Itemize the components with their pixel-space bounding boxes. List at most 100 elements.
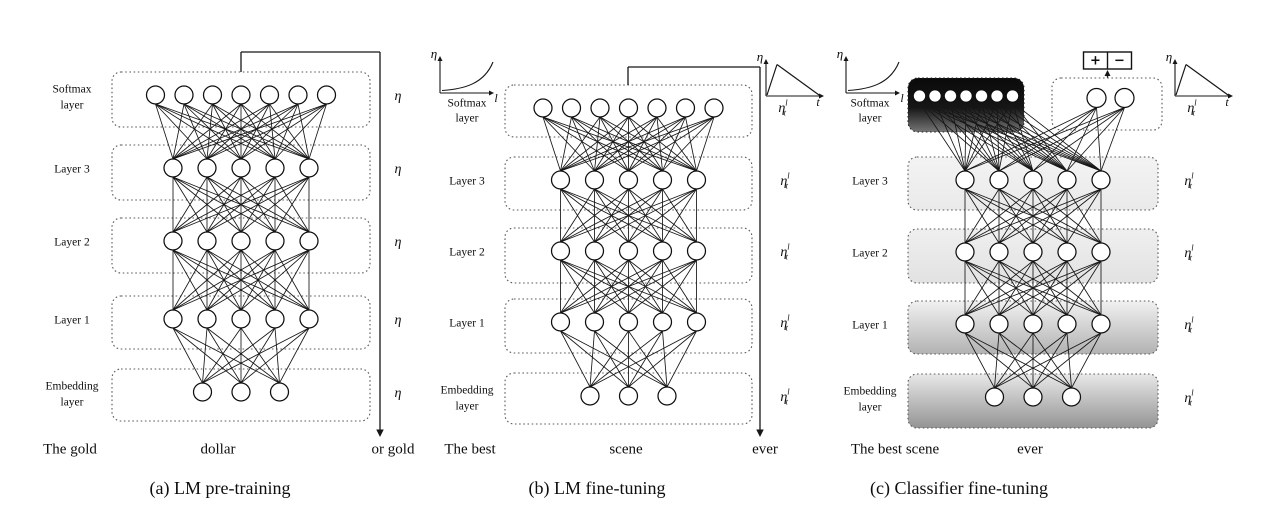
input-word: The gold [43,441,97,457]
neuron-node [550,170,571,190]
layer-label: Softmax [53,84,92,96]
connection-line [998,332,1034,389]
layer-connections [155,103,327,384]
neuron-node [163,309,183,329]
layer-label: Embedding [843,386,896,398]
layer-label: Layer 1 [449,318,485,330]
connection-line [594,116,686,172]
connection-line [628,330,668,388]
prediction-feedback-arrow [627,66,764,437]
prediction-feedback-arrow [240,51,384,437]
connection-line [594,330,668,388]
connection-line [628,330,663,388]
layer-label: Layer 3 [449,176,485,188]
connection-line [964,260,1034,316]
arrowhead [763,59,769,64]
connection-line [1032,332,1068,389]
neuron-node [265,309,285,329]
connection-line [628,116,658,172]
connection-line [998,260,1102,316]
neuron-node [1023,314,1043,334]
neuron-node [984,387,1005,407]
connection-line [950,101,1102,172]
connection-line [662,259,697,314]
connection-line [560,259,595,314]
connection-line [964,107,1125,172]
neuron-node [618,98,639,118]
connection-line [998,332,1072,389]
input-word: ever [752,441,778,457]
neuron-node [974,89,989,103]
connection-line [950,101,1068,172]
arrowhead [1228,93,1233,99]
neuron-node [192,382,213,402]
connection-line [1032,107,1097,172]
connection-line [172,176,310,233]
neuron-node [590,98,610,118]
connection-line [1066,260,1102,316]
neuron-node [265,231,285,251]
connection-line [662,188,697,243]
connection-line [172,103,299,160]
connection-line [560,116,715,172]
connection-line [240,327,276,384]
connection-line [571,116,629,172]
connection-line [212,103,276,160]
connection-line [964,332,1034,389]
neuron-node [955,314,975,334]
connection-line [560,116,601,172]
neuron-node [231,158,251,178]
neuron-node [990,89,1004,103]
connection-line [919,101,1034,172]
neuron-node [231,309,251,329]
connection-line [628,116,715,172]
neuron-node [704,98,724,118]
connection-line [279,327,310,384]
connection-line [950,102,1000,172]
connection-line [308,103,327,160]
neuron-node [1091,314,1111,334]
connection-line [560,259,663,314]
neuron-node [618,241,639,261]
connection-line [240,103,327,160]
connection-line [172,176,242,233]
neuron-node [163,231,183,251]
connection-line [589,330,663,388]
connection-line [1032,107,1125,172]
neuron-node [675,98,696,118]
connection-line [998,188,1102,244]
connection-line [202,327,242,384]
neuron-node [316,85,337,105]
connection-line [964,332,1072,389]
connection-line [964,102,967,172]
connection-line [964,260,1000,316]
connection-line [560,116,629,172]
layer-label: Embedding [440,385,493,397]
connection-line [183,103,208,160]
connection-line [172,249,310,311]
classifier-head-box [1051,77,1163,131]
neuron-node [989,314,1009,334]
connection-line [662,330,668,388]
connection-line [919,101,1102,172]
connection-line [628,259,697,314]
connection-line [919,101,1000,172]
neuron-nodes [533,98,724,406]
neuron-node [943,89,958,103]
connection-line [1066,332,1072,389]
inset-layer-axis-label: l [494,91,498,105]
neuron-node [550,241,571,261]
arrowhead [1104,70,1111,76]
connection-line [996,101,1068,172]
connection-line [240,327,310,384]
neuron-node [231,382,251,402]
connection-line [1012,102,1034,172]
connection-line [628,116,686,172]
neuron-node [174,85,194,105]
